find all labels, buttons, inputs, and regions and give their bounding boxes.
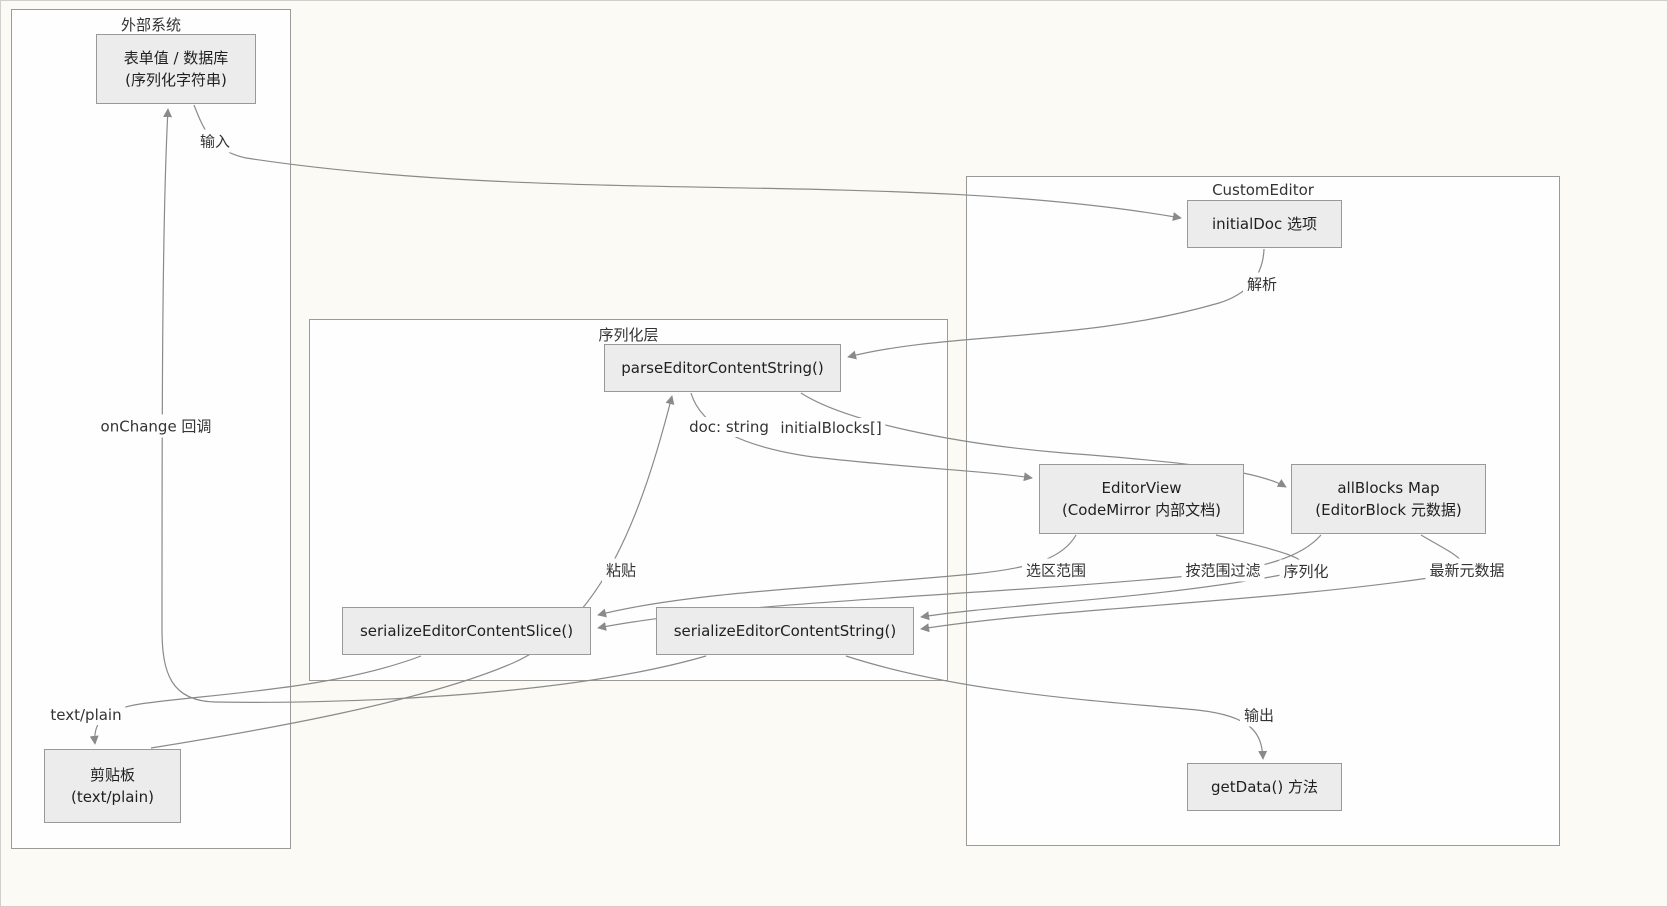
node-get-data-method: getData() 方法 (1187, 763, 1342, 811)
edge-label-serialize: 序列化 (1279, 559, 1333, 583)
edge-label-parse: 解析 (1242, 272, 1282, 296)
edge-label-doc-string: doc: string (685, 417, 773, 437)
container-serialization-layer-title: 序列化层 (598, 326, 659, 344)
node-all-blocks-map-line1: allBlocks Map (1337, 478, 1440, 497)
edge-label-filter-by-range: 按范围过滤 (1181, 558, 1265, 582)
node-clipboard-line1: 剪贴板 (89, 765, 135, 784)
node-form-db: 表单值 / 数据库 (序列化字符串) (96, 34, 256, 104)
node-clipboard: 剪贴板 (text/plain) (44, 749, 181, 823)
container-custom-editor-title: CustomEditor (1212, 181, 1314, 199)
node-editor-view-line1: EditorView (1101, 478, 1182, 497)
edge-label-input: 输入 (195, 129, 235, 153)
node-serialize-editor-content-string-label: serializeEditorContentString() (673, 621, 897, 640)
node-parse-editor-content-string: parseEditorContentString() (604, 344, 841, 392)
edge-label-selection-range: 选区范围 (1021, 558, 1091, 582)
node-serialize-editor-content-slice-label: serializeEditorContentSlice() (359, 621, 574, 640)
node-all-blocks-map-line2: (EditorBlock 元数据) (1315, 501, 1462, 519)
node-initial-doc-option: initialDoc 选项 (1187, 200, 1342, 248)
edge-label-paste: 粘贴 (601, 558, 641, 582)
edge-label-latest-metadata: 最新元数据 (1425, 558, 1509, 582)
container-external-system-title: 外部系统 (120, 16, 181, 34)
node-form-db-line2: (序列化字符串) (125, 71, 227, 89)
edge-label-text-plain: text/plain (46, 705, 126, 725)
node-all-blocks-map: allBlocks Map (EditorBlock 元数据) (1291, 464, 1486, 534)
node-initial-doc-option-label: initialDoc 选项 (1212, 214, 1317, 233)
node-parse-editor-content-string-label: parseEditorContentString() (621, 358, 824, 377)
edge-label-initial-blocks: initialBlocks[] (776, 418, 886, 438)
node-editor-view: EditorView (CodeMirror 内部文档) (1039, 464, 1244, 534)
node-serialize-editor-content-slice: serializeEditorContentSlice() (342, 607, 591, 655)
node-clipboard-line2: (text/plain) (71, 788, 154, 806)
node-editor-view-line2: (CodeMirror 内部文档) (1061, 501, 1222, 519)
node-form-db-line1: 表单值 / 数据库 (123, 48, 229, 67)
node-get-data-method-label: getData() 方法 (1211, 777, 1318, 796)
edge-label-onchange-callback: onChange 回调 (96, 414, 216, 438)
node-serialize-editor-content-string: serializeEditorContentString() (656, 607, 914, 655)
edge-label-output: 输出 (1239, 703, 1279, 727)
